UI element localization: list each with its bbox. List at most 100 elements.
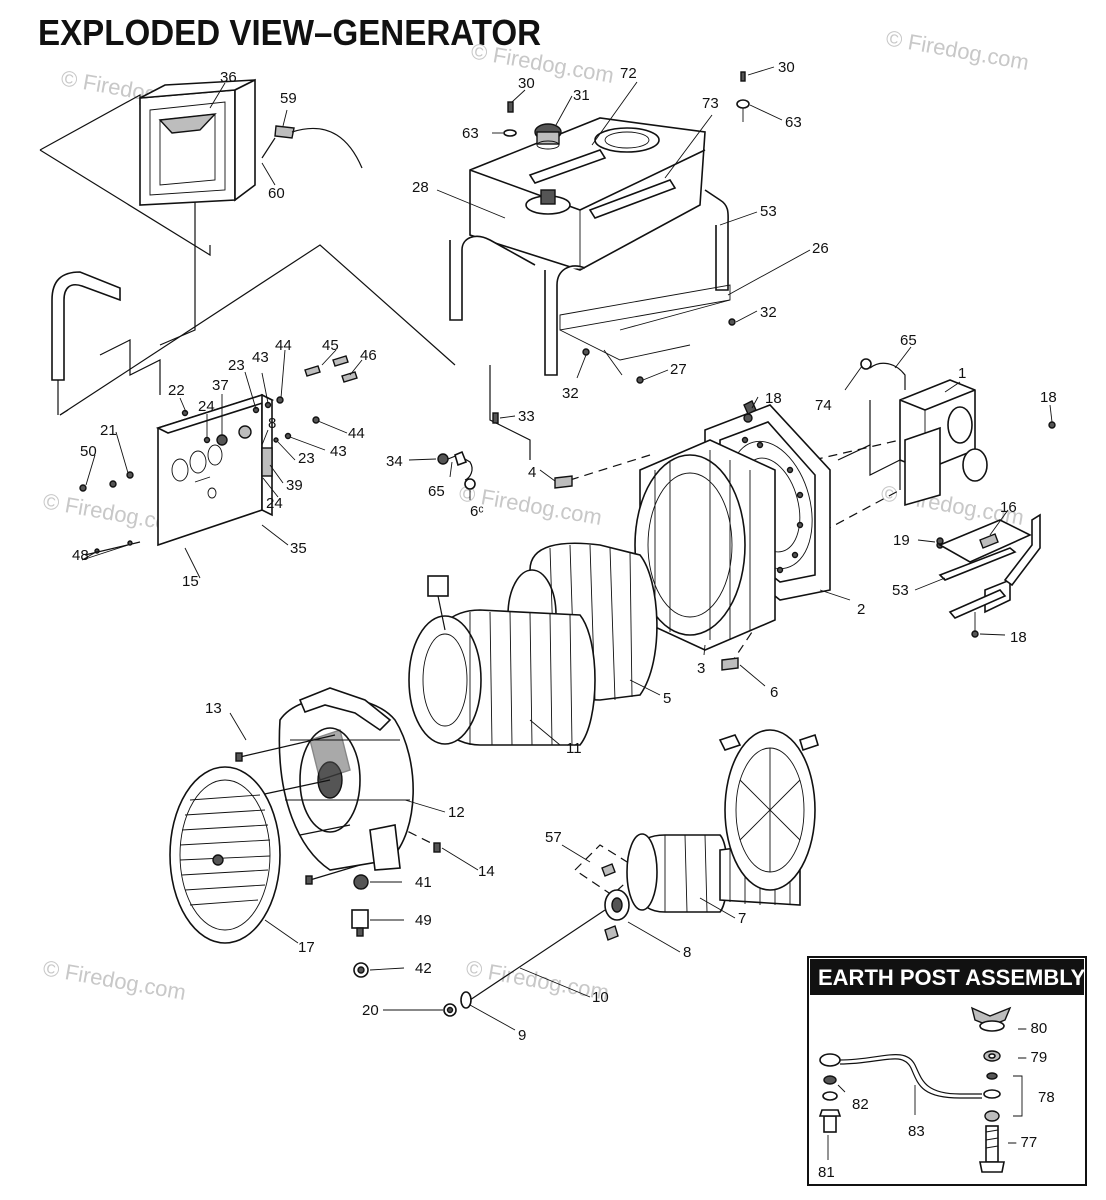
watermark: © Firedog.com xyxy=(884,25,1031,75)
callout-45: 45 xyxy=(322,337,339,354)
callout-1: 1 xyxy=(958,365,966,382)
inset-title-bar xyxy=(810,959,1084,995)
callout-8: 8 xyxy=(683,944,691,961)
callout-72: 72 xyxy=(620,65,637,82)
part-12-end-cover xyxy=(278,687,414,871)
part-36-duct xyxy=(139,78,256,206)
watermark: © Firedog.com xyxy=(41,955,188,1005)
part-28-fuel-tank xyxy=(449,117,731,376)
callout-60: 60 xyxy=(268,185,285,202)
callout-35: 35 xyxy=(290,540,307,557)
callout-83: 83 xyxy=(908,1123,925,1140)
callout-33: 33 xyxy=(518,408,535,425)
callout-30: 30 xyxy=(778,59,795,76)
callout-77: – 77 xyxy=(1008,1134,1037,1151)
part-17-fan-guard xyxy=(169,766,281,944)
part-33-34-wiring xyxy=(437,412,499,490)
callout-59: 59 xyxy=(280,90,297,107)
callout-73: 73 xyxy=(702,95,719,112)
part-8-bearing xyxy=(443,863,630,1017)
callout-43: 43 xyxy=(252,349,269,366)
callout-53: 53 xyxy=(760,203,777,220)
assembly-lines xyxy=(39,93,901,1001)
callout-23: 23 xyxy=(298,450,315,467)
part-11-stator-winding xyxy=(408,575,596,746)
callout-82: 82 xyxy=(852,1096,869,1113)
callout-4: 4 xyxy=(528,464,536,481)
callout-65: 65 xyxy=(900,332,917,349)
callout-12: 12 xyxy=(448,804,465,821)
callout-79: – 79 xyxy=(1018,1049,1047,1066)
callout-48: 48 xyxy=(72,547,89,564)
callout-63: 63 xyxy=(462,125,479,142)
callout-13: 13 xyxy=(205,700,222,717)
callout-66: 6ᶜ xyxy=(470,503,484,520)
callout-46: 46 xyxy=(360,347,377,364)
callout-30: 30 xyxy=(518,75,535,92)
callout-49: 49 xyxy=(415,912,432,929)
part-1-box xyxy=(860,358,1056,549)
callout-53: 53 xyxy=(892,582,909,599)
callout-32: 32 xyxy=(760,304,777,321)
callout-28: 28 xyxy=(412,179,429,196)
callout-81: 81 xyxy=(818,1164,835,1181)
callout-24: 24 xyxy=(266,495,283,512)
callout-65: 65 xyxy=(428,483,445,500)
callout-23: 23 xyxy=(228,357,245,374)
callout-20: 20 xyxy=(362,1002,379,1019)
page-title: EXPLODED VIEW–GENERATOR xyxy=(38,12,542,53)
inset-earth-post-assembly: EARTH POST ASSEMBLY – 80 – 79 78 82 83 xyxy=(807,956,1087,1186)
part-7-rotor xyxy=(626,729,819,913)
callout-24: 24 xyxy=(198,398,215,415)
callout-39: 39 xyxy=(286,477,303,494)
callout-15: 15 xyxy=(182,573,199,590)
callout-10: 10 xyxy=(592,989,609,1006)
callout-34: 34 xyxy=(386,453,403,470)
callout-42: 42 xyxy=(415,960,432,977)
callout-57: 57 xyxy=(545,829,562,846)
callout-11: 11 xyxy=(566,740,582,757)
callout-32: 32 xyxy=(562,385,579,402)
callout-41: 41 xyxy=(415,874,432,891)
callout-78: 78 xyxy=(1038,1089,1055,1106)
part-16-53-bracket xyxy=(936,513,1041,638)
callout-74: 74 xyxy=(815,397,832,414)
part-31-fuel-cap xyxy=(534,123,562,150)
callout-36: 36 xyxy=(220,69,237,86)
callout-21: 21 xyxy=(100,422,117,439)
callout-5: 5 xyxy=(663,690,671,707)
callout-31: 31 xyxy=(573,87,590,104)
callout-17: 17 xyxy=(298,939,315,956)
callout-50: 50 xyxy=(80,443,97,460)
callout-18: 18 xyxy=(1010,629,1027,646)
watermark: © Firedog.com xyxy=(464,955,611,1005)
callout-18: 18 xyxy=(1040,389,1057,406)
callout-63: 63 xyxy=(785,114,802,131)
callout-44: 44 xyxy=(275,337,292,354)
callout-26: 26 xyxy=(812,240,829,257)
part-frame-handle xyxy=(51,271,121,381)
callout-9: 9 xyxy=(518,1027,526,1044)
callout-18: 18 xyxy=(765,390,782,407)
part-3-adapter xyxy=(634,439,776,651)
callout-6: 6 xyxy=(770,684,778,701)
callout-43: 43 xyxy=(330,443,347,460)
part-30-63-bolts xyxy=(503,71,750,384)
callout-16: 16 xyxy=(1000,499,1017,516)
callout-8: 8 xyxy=(268,415,276,432)
callout-2: 2 xyxy=(857,601,865,618)
callout-7: 7 xyxy=(738,910,746,927)
part-14-41-49-42-hardware xyxy=(351,842,441,978)
callout-44: 44 xyxy=(348,425,365,442)
callout-labels: 36 59 60 30 72 31 63 30 63 73 28 53 26 3… xyxy=(72,59,1057,1044)
callout-22: 22 xyxy=(168,382,185,399)
panel-components xyxy=(79,355,358,554)
callout-27: 27 xyxy=(670,361,687,378)
watermark: © Firedog.com xyxy=(469,38,616,88)
part-13-through-bolts xyxy=(235,734,361,885)
leader-lines xyxy=(81,66,1053,1031)
callout-80: – 80 xyxy=(1018,1020,1047,1037)
inset-title: EARTH POST ASSEMBLY xyxy=(818,965,1086,990)
callout-3: 3 xyxy=(697,660,705,677)
